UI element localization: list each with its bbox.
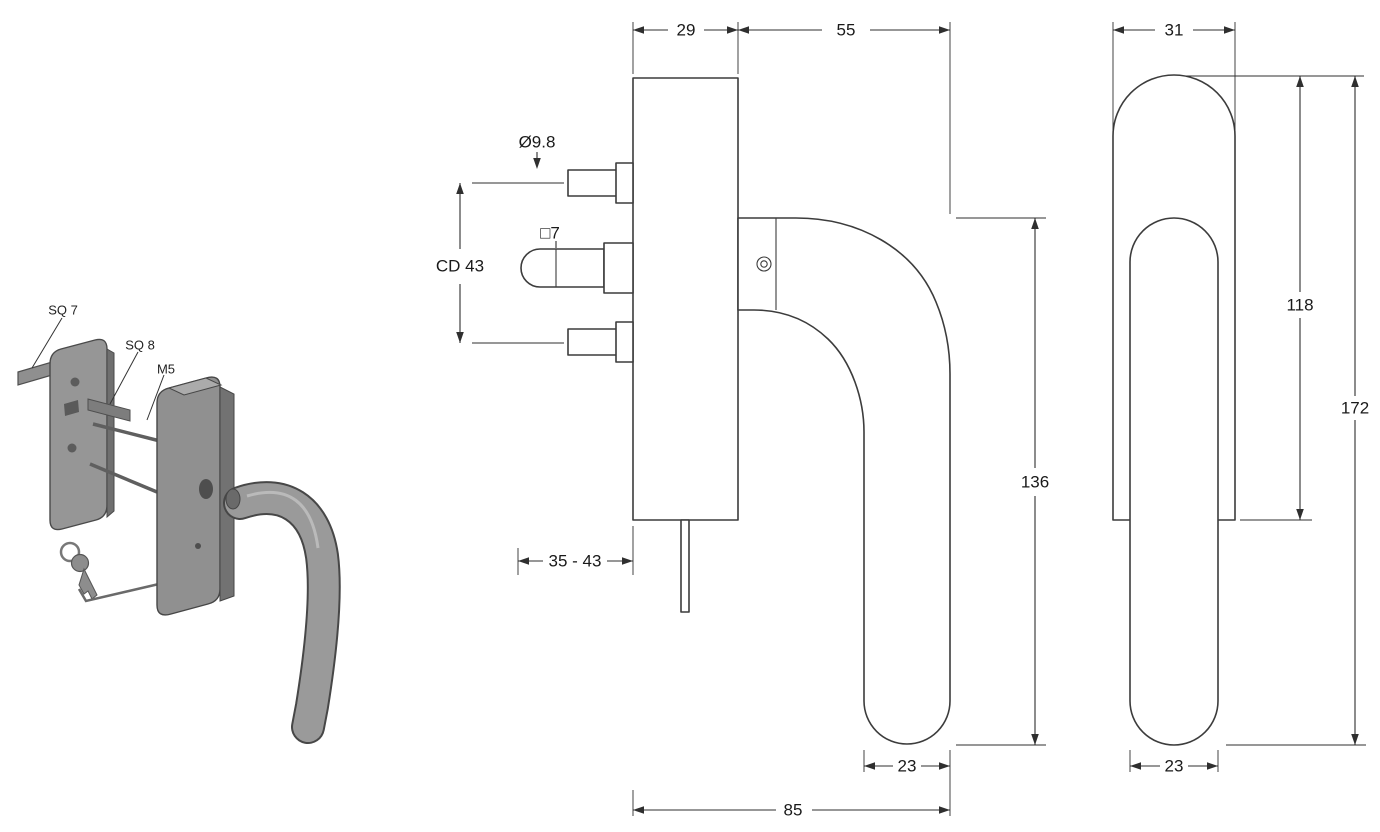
dim-grip-width-front: 23 — [1165, 757, 1184, 776]
arrowhead — [727, 26, 738, 34]
iso-backplate-side — [106, 348, 115, 519]
front-handle — [1129, 217, 1219, 746]
iso-rose-top — [167, 377, 223, 396]
dim-pin-diameter: Ø9.8 — [519, 133, 556, 152]
side-spindle-collar — [603, 242, 634, 294]
dim-total-height: 172 — [1341, 399, 1369, 418]
arrowhead — [1296, 509, 1304, 520]
arrowhead — [939, 806, 950, 814]
arrowhead — [533, 158, 541, 169]
iso-handle-neck — [225, 488, 241, 510]
side-screw-hole-outer — [756, 256, 772, 272]
label-sq8: SQ 8 — [125, 338, 155, 353]
side-pin-bottom-shaft — [567, 328, 619, 356]
arrowhead — [1031, 218, 1039, 229]
arrowhead — [939, 26, 950, 34]
iso-spindle-sq7 — [17, 361, 53, 386]
iso-handle-highlight — [246, 490, 320, 549]
arrowhead — [1224, 26, 1235, 34]
dim-width: 31 — [1165, 21, 1184, 40]
dim-grip-width-side: 23 — [898, 757, 917, 776]
dim-plate-height: 118 — [1286, 296, 1313, 315]
arrowhead — [1130, 762, 1141, 770]
iso-rose-pin-hole — [195, 543, 201, 549]
dim-center-distance: CD 43 — [436, 257, 484, 276]
arrowhead — [1351, 76, 1359, 87]
side-spindle — [520, 248, 605, 288]
iso-handle-body — [225, 483, 339, 742]
arrowhead — [738, 26, 749, 34]
side-plate — [632, 77, 739, 521]
side-handle — [737, 217, 951, 745]
arrowhead — [1031, 734, 1039, 745]
dim-plate-width: 29 — [677, 21, 696, 40]
label-m5: M5 — [157, 362, 175, 377]
isometric-view: SQ 7 SQ 8 M5 — [17, 303, 341, 744]
iso-spindle-sq8 — [87, 398, 131, 422]
leader-sq8 — [109, 351, 139, 405]
dim-total-depth: 85 — [784, 801, 803, 820]
iso-backplate-face — [49, 338, 108, 531]
leader-sq7 — [31, 317, 63, 369]
iso-rose-spindle-hole — [199, 479, 213, 499]
dim-handle-reach: 55 — [837, 21, 856, 40]
arrowhead — [1207, 762, 1218, 770]
arrowhead — [1113, 26, 1124, 34]
arrowhead — [1351, 734, 1359, 745]
dim-clamping-range: 35 - 43 — [549, 552, 602, 571]
side-pin-top-collar — [615, 162, 634, 204]
iso-backplate-hole-top — [70, 377, 80, 387]
arrowhead — [622, 557, 633, 565]
side-pin-top-shaft — [567, 169, 619, 197]
arrowhead — [864, 762, 875, 770]
iso-key-shaft — [78, 567, 98, 600]
side-pin-bottom-collar — [615, 321, 634, 363]
arrowhead — [633, 26, 644, 34]
arrowhead — [939, 762, 950, 770]
arrowhead — [518, 557, 529, 565]
label-sq7: SQ 7 — [48, 303, 78, 318]
iso-backplate-hole-bottom — [67, 443, 77, 453]
side-view: 29 55 Ø9.8 □7 CD 43 35 - 43 — [436, 21, 1049, 820]
arrowhead — [456, 332, 464, 343]
iso-screw-m5-upper — [92, 422, 161, 443]
side-screw-hole-inner — [760, 260, 768, 268]
arrowhead — [633, 806, 644, 814]
side-lock-pin — [680, 519, 690, 613]
arrowhead — [456, 183, 464, 194]
front-view: 31 118 172 23 — [1112, 21, 1369, 776]
iso-key-ring — [59, 541, 81, 563]
dim-spindle-square: □7 — [540, 224, 560, 243]
arrowhead — [1296, 76, 1304, 87]
iso-backplate-square-hole — [64, 400, 79, 416]
iso-screw-m5-lower — [89, 462, 158, 494]
dim-height: 136 — [1021, 473, 1049, 492]
iso-key-bow — [70, 553, 90, 573]
leader-m5 — [146, 374, 165, 421]
